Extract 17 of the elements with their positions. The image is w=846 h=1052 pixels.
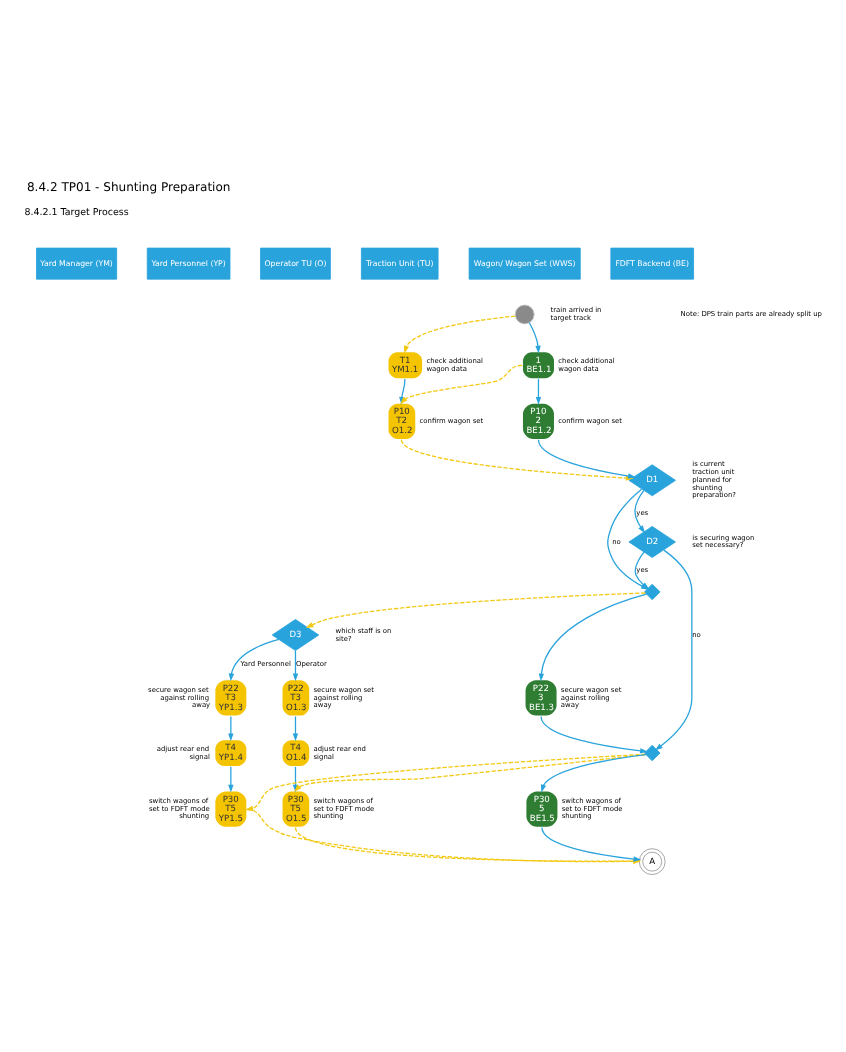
arrow	[294, 826, 642, 864]
arrow	[540, 715, 648, 754]
arrow	[654, 549, 693, 751]
arrow	[246, 808, 642, 864]
arrow	[403, 315, 516, 354]
node-diamond	[644, 583, 661, 601]
arrow	[634, 489, 645, 534]
arrow	[538, 593, 648, 682]
arrow	[228, 638, 280, 682]
arrow	[528, 322, 541, 354]
arrow	[541, 826, 642, 862]
arrow	[540, 753, 647, 793]
arrow	[535, 378, 542, 405]
arrow	[292, 650, 299, 682]
arrow	[228, 766, 234, 793]
arrow	[305, 592, 646, 629]
node-circle	[514, 304, 535, 325]
